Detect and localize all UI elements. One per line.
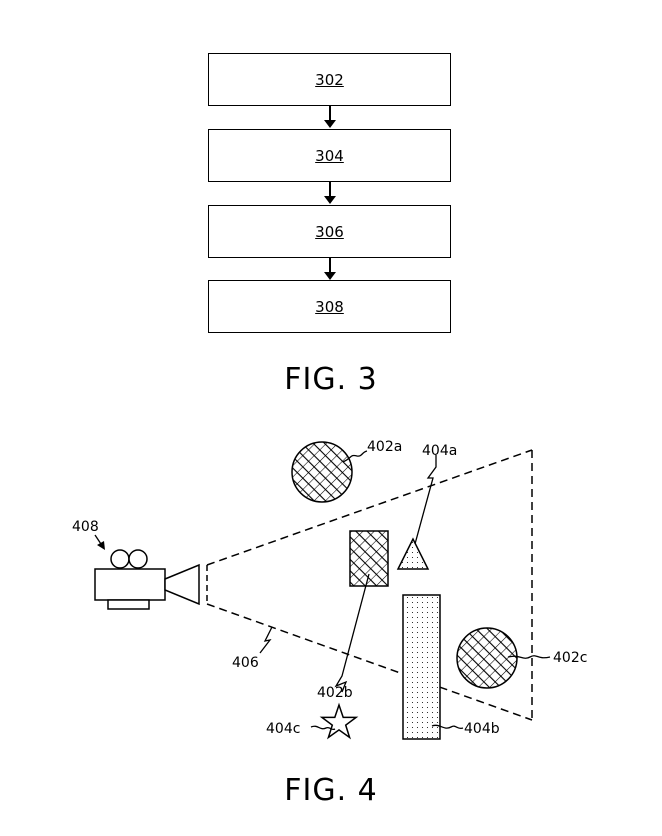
label-406: 406 bbox=[232, 655, 259, 671]
flow-arrowhead-1 bbox=[324, 120, 336, 128]
field-of-view bbox=[206, 449, 533, 721]
fig4-caption: FIG. 4 bbox=[284, 773, 378, 808]
camera-callout-arrowhead bbox=[97, 541, 105, 550]
label-404b: 404b bbox=[464, 721, 500, 737]
flow-box-308: 308 bbox=[208, 280, 451, 333]
flow-box-label: 308 bbox=[315, 297, 344, 316]
label-402c: 402c bbox=[553, 650, 587, 666]
fig4-diagram: 408 406 402a 404a 402b 402c 404b 404c bbox=[72, 439, 587, 740]
flow-box-304: 304 bbox=[208, 129, 451, 182]
tall-rect-object-404b bbox=[402, 594, 441, 740]
label-402a: 402a bbox=[367, 439, 402, 455]
star-object-404c bbox=[319, 702, 359, 740]
flow-arrowhead-2 bbox=[324, 196, 336, 204]
flow-arrow-2 bbox=[329, 182, 331, 196]
fig3-caption: FIG. 3 bbox=[284, 362, 378, 397]
triangle-object-404a bbox=[396, 537, 430, 570]
label-404c: 404c bbox=[266, 721, 300, 737]
camera-icon bbox=[94, 549, 200, 610]
flow-arrow-3 bbox=[329, 258, 331, 272]
label-402b: 402b bbox=[317, 685, 353, 701]
flow-box-label: 306 bbox=[315, 222, 344, 241]
circle-object-402c bbox=[456, 627, 518, 689]
rect-object-402b bbox=[349, 530, 389, 587]
flow-box-label: 302 bbox=[315, 70, 344, 89]
flow-arrowhead-3 bbox=[324, 272, 336, 280]
flow-box-306: 306 bbox=[208, 205, 451, 258]
flow-arrow-1 bbox=[329, 106, 331, 120]
flow-box-302: 302 bbox=[208, 53, 451, 106]
label-404a: 404a bbox=[422, 443, 457, 459]
label-408: 408 bbox=[72, 519, 99, 535]
circle-object-402a bbox=[291, 441, 353, 503]
flow-box-label: 304 bbox=[315, 146, 344, 165]
